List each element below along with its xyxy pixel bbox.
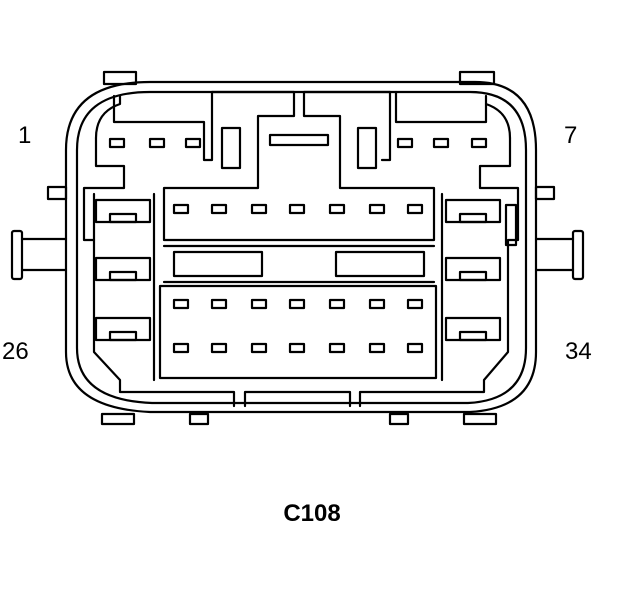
- left-vertical-slot: [222, 128, 240, 168]
- pin-row-lower-1: [174, 300, 422, 308]
- pin-row-top: [110, 139, 486, 147]
- left-large-terminals: [96, 200, 150, 340]
- pin-label-1: 1: [18, 122, 32, 149]
- pin-row-lower-2: [174, 344, 422, 352]
- right-long-slot: [336, 252, 424, 276]
- pin-label-26: 26: [2, 338, 29, 365]
- center-key-section: [164, 92, 434, 240]
- right-side-slot: [506, 205, 516, 245]
- bottom-center-right-tab: [390, 414, 408, 424]
- upper-right-cavity: [396, 92, 486, 122]
- pin-label-7: 7: [564, 122, 578, 149]
- center-top-slot: [270, 135, 328, 145]
- terminal-cavity-outline: [84, 138, 518, 406]
- bottom-right-tab: [464, 414, 496, 424]
- bottom-left-tab: [102, 414, 134, 424]
- upper-left-cavity: [114, 92, 212, 160]
- right-keying-post: [536, 231, 583, 279]
- lower-pin-block: [160, 286, 436, 378]
- bottom-center-left-tab: [190, 414, 208, 424]
- left-side-tab: [48, 187, 66, 199]
- housing-inner-outline: [77, 92, 526, 403]
- right-large-terminals: [446, 200, 500, 340]
- left-long-slot: [174, 252, 262, 276]
- right-vertical-slot: [358, 128, 376, 168]
- top-right-tab: [460, 72, 494, 84]
- housing-outer-outline: [66, 82, 536, 412]
- right-side-tab: [536, 187, 554, 199]
- left-keying-post: [12, 231, 66, 279]
- pin-label-34: 34: [565, 338, 592, 365]
- connector-name: C108: [283, 500, 341, 527]
- pin-row-middle-upper: [174, 205, 422, 213]
